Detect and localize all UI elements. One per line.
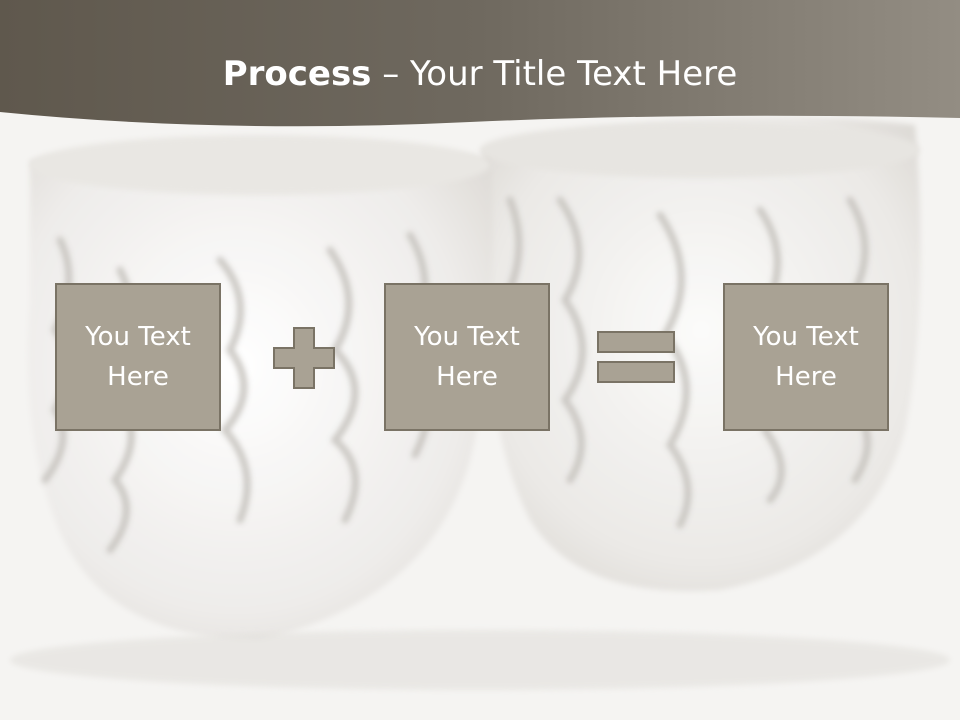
plus-icon[interactable]: [272, 326, 336, 390]
equals-icon[interactable]: [596, 330, 676, 386]
text-box-1-label: You Text Here: [85, 322, 191, 392]
text-box-2[interactable]: You Text Here: [384, 283, 550, 431]
title-band: [0, 0, 960, 127]
text-box-2-label: You Text Here: [414, 322, 520, 392]
title-rest: – Your Title Text Here: [371, 54, 738, 94]
text-box-3-label: You Text Here: [753, 322, 859, 392]
title-bold: Process: [222, 54, 372, 94]
text-box-1[interactable]: You Text Here: [55, 283, 221, 431]
text-box-3[interactable]: You Text Here: [723, 283, 889, 431]
slide-title: Process – Your Title Text Here: [0, 52, 960, 96]
